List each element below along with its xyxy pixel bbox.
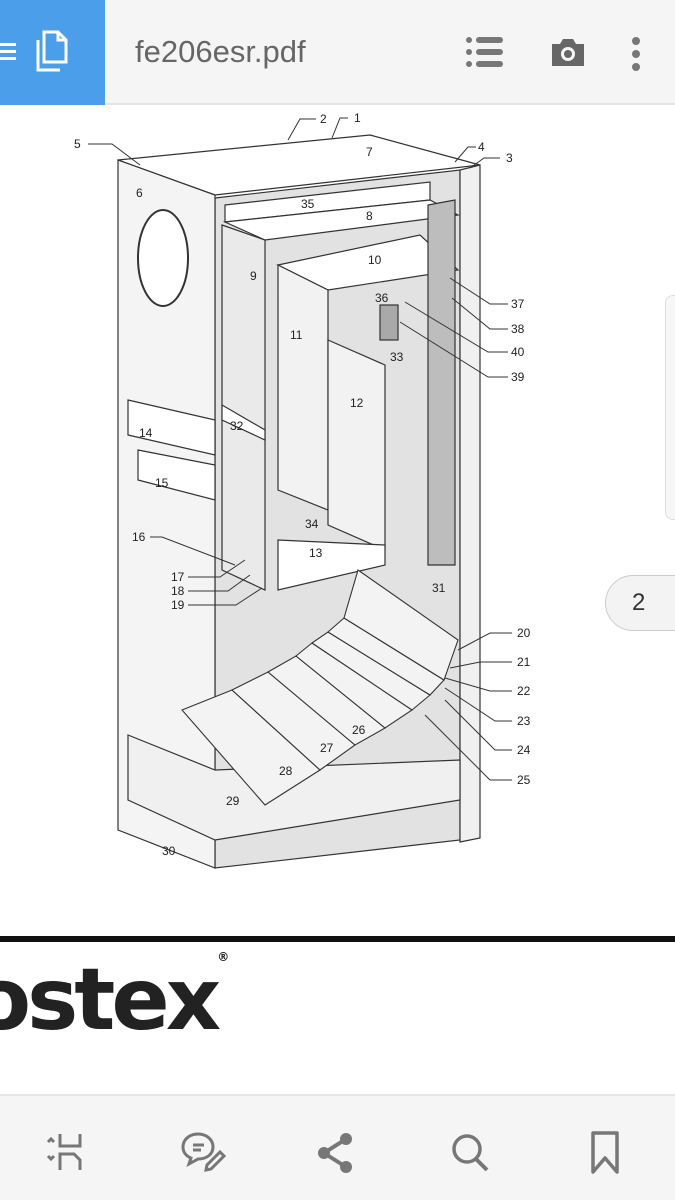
label-23: 23 [517, 714, 531, 728]
page-indicator: 2 [605, 575, 675, 631]
brand-logo: ostex® [0, 950, 230, 1050]
document-title: fe206esr.pdf [135, 34, 306, 69]
panel-13 [277, 539, 386, 591]
label-38: 38 [511, 322, 525, 336]
scroll-handle[interactable] [665, 295, 675, 520]
label-7: 7 [366, 145, 373, 159]
page-divider [0, 936, 675, 942]
label-26: 26 [352, 723, 366, 737]
label-25: 25 [517, 773, 531, 787]
label-27: 27 [320, 741, 334, 755]
label-16: 16 [132, 530, 146, 544]
label-33: 33 [390, 350, 404, 364]
label-18: 18 [171, 584, 185, 598]
label-37: 37 [511, 297, 525, 311]
camera-icon[interactable] [550, 38, 586, 68]
label-1: 1 [354, 111, 361, 125]
right-front-edge [459, 164, 481, 843]
label-8: 8 [366, 209, 373, 223]
panel-11 [277, 264, 329, 511]
label-20: 20 [517, 626, 531, 640]
label-32: 32 [230, 419, 244, 433]
label-15: 15 [155, 476, 169, 490]
panel-12 [327, 339, 386, 551]
label-34: 34 [305, 517, 319, 531]
annotate-icon[interactable] [178, 1130, 228, 1176]
label-4: 4 [478, 140, 485, 154]
label-12: 12 [350, 396, 364, 410]
label-29: 29 [226, 794, 240, 808]
label-14: 14 [139, 426, 153, 440]
label-24: 24 [517, 743, 531, 757]
bottom-base [127, 734, 461, 841]
label-35: 35 [301, 197, 315, 211]
label-21: 21 [517, 655, 531, 669]
label-5: 5 [74, 137, 81, 151]
block-15 [137, 449, 216, 501]
label-30: 30 [162, 844, 176, 858]
driver-hole [137, 209, 189, 307]
label-2: 2 [320, 112, 327, 126]
top-app-bar: fe206esr.pdf [0, 0, 675, 105]
label-19: 19 [171, 598, 185, 612]
panel-8 [222, 199, 460, 241]
bookmark-icon[interactable] [590, 1130, 620, 1176]
label-6: 6 [136, 186, 143, 200]
reflow-icon[interactable] [44, 1132, 88, 1174]
front-panel-block-14 [127, 399, 216, 456]
outline-list-icon[interactable] [465, 36, 505, 70]
label-40: 40 [511, 345, 525, 359]
label-22: 22 [517, 684, 531, 698]
panel-9 [221, 224, 266, 591]
menu-icon[interactable] [0, 40, 20, 64]
search-icon[interactable] [450, 1132, 492, 1174]
part-labels: 1 2 3 4 5 6 7 8 9 10 11 12 13 14 15 16 1… [74, 111, 531, 858]
speaker-cabinet-diagram: 1 2 3 4 5 6 7 8 9 10 11 12 13 14 15 16 1… [74, 111, 531, 869]
label-10: 10 [368, 253, 382, 267]
label-36: 36 [375, 291, 389, 305]
bottom-toolbar [0, 1094, 675, 1200]
leader-lines [88, 117, 512, 781]
panel-32 [221, 403, 266, 441]
label-13: 13 [309, 546, 323, 560]
label-3: 3 [506, 151, 513, 165]
left-side-panel [117, 159, 216, 869]
stairs [181, 569, 459, 806]
label-31: 31 [432, 581, 446, 595]
label-39: 39 [511, 370, 525, 384]
pages-icon[interactable] [34, 30, 74, 74]
label-9: 9 [250, 269, 257, 283]
share-icon[interactable] [316, 1132, 356, 1174]
label-11: 11 [290, 328, 303, 342]
label-28: 28 [279, 764, 293, 778]
label-17: 17 [171, 570, 185, 584]
nav-block[interactable] [0, 0, 105, 105]
more-vert-icon[interactable] [630, 36, 642, 72]
panel-39 [379, 304, 399, 341]
panel-31 [427, 199, 456, 566]
